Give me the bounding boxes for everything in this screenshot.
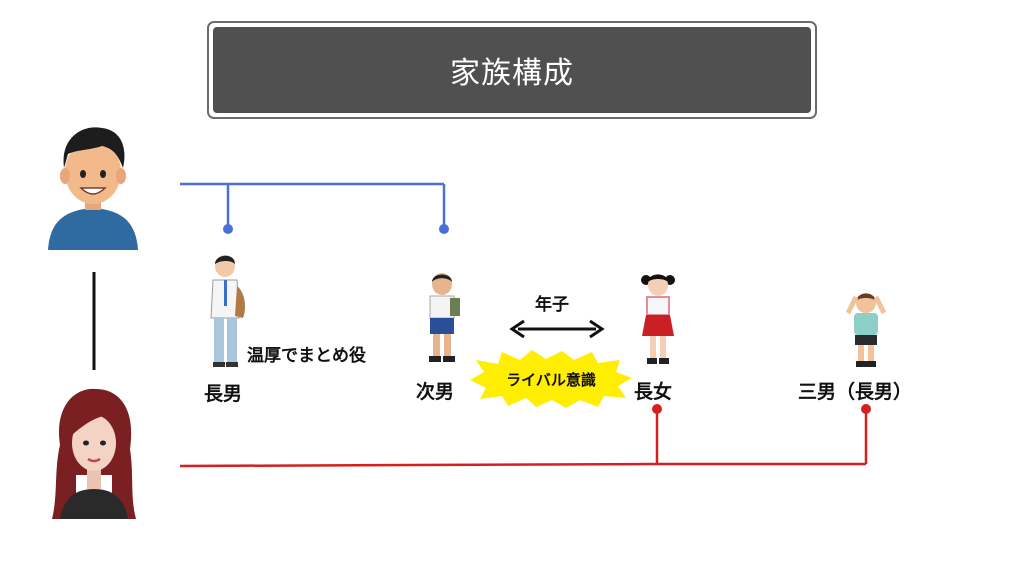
note-eldest-son-trait: 温厚でまとめ役 [247,346,366,366]
second-son-figure [429,273,460,362]
eldest-son-figure [210,255,245,367]
father-dot-second-son [439,224,449,234]
double-arrow [509,319,605,339]
rivalry-burst [470,350,632,408]
note-age-gap: 年子 [535,295,569,315]
mother-branch [179,404,871,468]
page-title: 家族構成 [213,27,811,113]
label-eldest-son: 長男 [204,383,243,405]
father-branch [180,182,449,234]
mother-avatar [52,388,136,519]
eldest-daughter-figure [641,274,675,364]
father-dot-eldest-son [223,224,233,234]
third-son-figure [846,293,886,367]
mother-dot-eldest-daughter [652,404,662,414]
rivalry-label: ライバル意識 [506,370,596,389]
label-third-son: 三男（長男） [798,381,913,403]
mother-dot-third-son [861,404,871,414]
label-second-son: 次男 [416,381,455,403]
father-avatar [48,127,138,250]
label-eldest-daughter: 長女 [634,381,673,403]
title-box: 家族構成 [207,21,817,119]
